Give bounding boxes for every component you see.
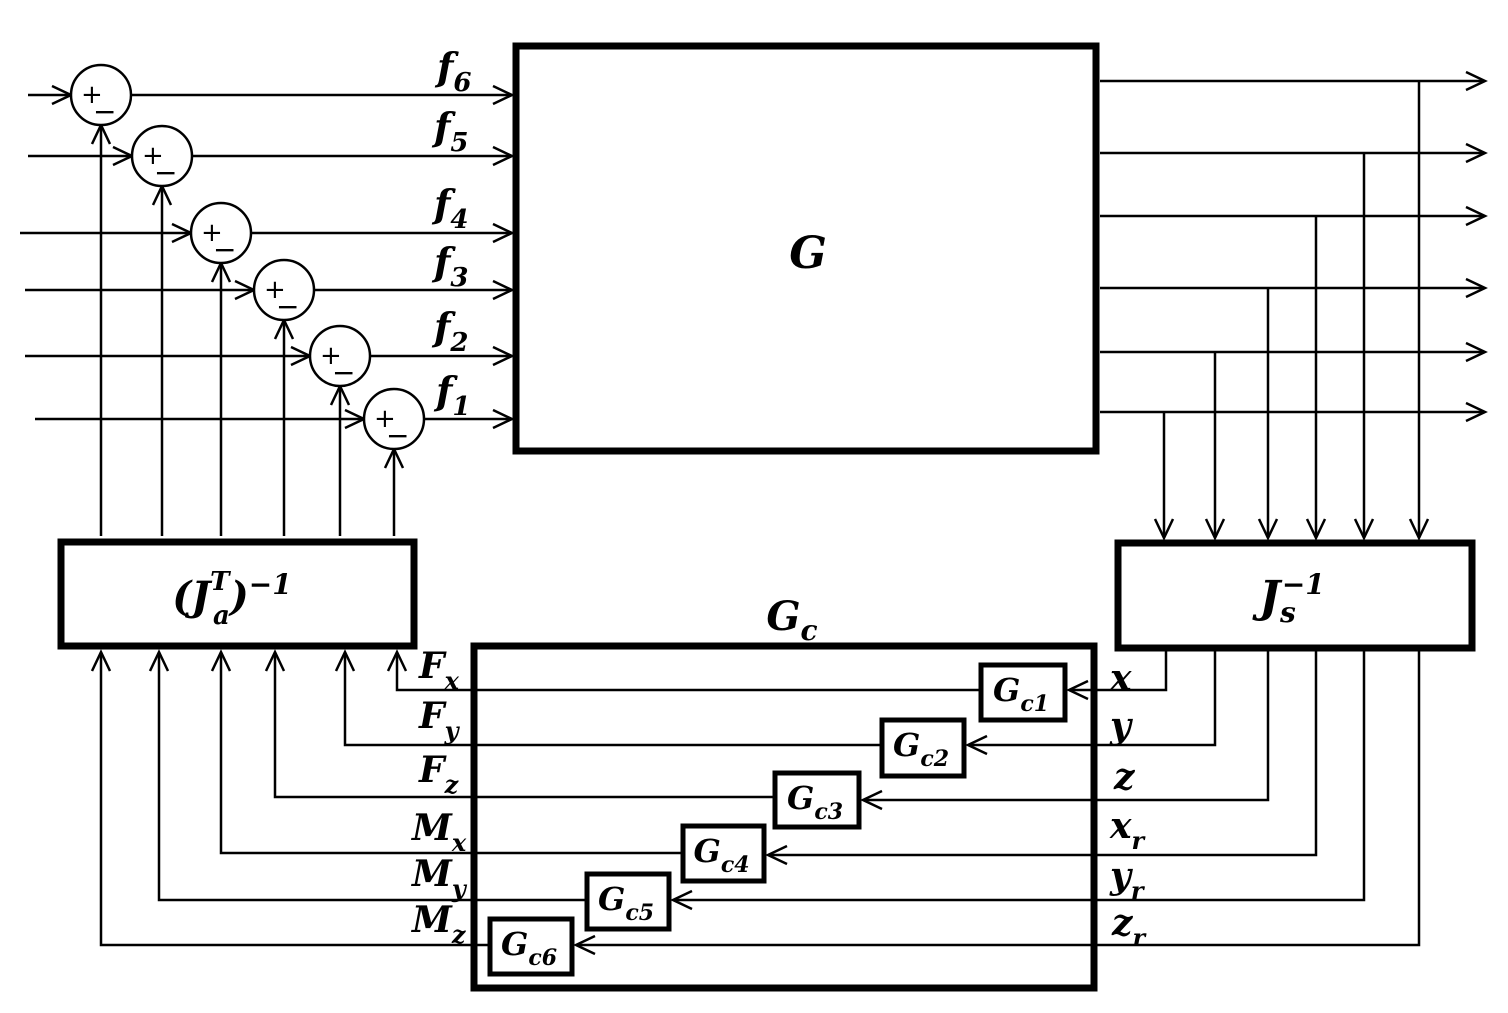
summing-junction: [69, 63, 133, 127]
wrench-label-Mz: Mz: [410, 899, 467, 949]
minus-sign: −: [332, 356, 355, 389]
plus-sign: +: [374, 404, 396, 434]
wrench-signal-line: [148, 649, 585, 902]
force-map-block: [57, 538, 418, 650]
wrench-signal-line: [210, 649, 681, 855]
plus-sign: +: [320, 341, 342, 371]
controller-label-c1: Gc1: [993, 671, 1049, 717]
summing-junction: [130, 124, 194, 188]
controller-label-c4: Gc4: [693, 832, 749, 878]
pose-signal-line: [860, 648, 1270, 811]
plus-sign: +: [81, 80, 103, 110]
sensor-map-block: [1114, 539, 1476, 652]
input-label-f1: f1: [433, 368, 470, 422]
controller-label-c5: Gc5: [598, 880, 654, 926]
controller-sub-block-c2: [879, 717, 967, 779]
pose-label-5: zr: [1111, 902, 1147, 952]
input-label-f5: f5: [431, 104, 468, 158]
controller-label-c6: Gc6: [501, 925, 557, 971]
controller-sub-block-c6: [487, 916, 575, 977]
wrench-label-My: My: [410, 853, 468, 903]
controller-sub-block-c5: [584, 871, 672, 932]
input-label-f4: f4: [431, 181, 468, 235]
pose-label-1: y: [1109, 705, 1133, 747]
minus-sign: −: [154, 156, 177, 189]
wrench-label-Fz: Fz: [418, 749, 460, 799]
wrench-label-Fx: Fx: [418, 645, 460, 695]
pose-label-4: yr: [1109, 855, 1146, 905]
controller-sub-block-c4: [680, 823, 767, 884]
minus-sign: −: [276, 290, 299, 323]
plus-sign: +: [142, 141, 164, 171]
controller-sub-block-c1: [978, 662, 1068, 723]
input-label-f6: f6: [434, 44, 471, 98]
summing-junction: [362, 387, 426, 451]
plus-sign: +: [201, 218, 223, 248]
wrench-label-Mx: Mx: [410, 807, 467, 857]
input-label-f2: f2: [431, 304, 468, 358]
wrench-signal-line: [334, 649, 880, 747]
summing-junction: [308, 324, 372, 388]
minus-sign: −: [93, 95, 116, 128]
controller-label: Gc: [766, 593, 817, 647]
wrench-signal-line: [386, 649, 979, 692]
wrench-signal-line: [90, 649, 488, 947]
pose-signal-line: [965, 648, 1217, 756]
minus-sign: −: [386, 419, 409, 452]
wrench-label-Fy: Fy: [418, 695, 461, 745]
wrench-signal-line: [264, 649, 773, 799]
controller-sub-block-c3: [772, 770, 862, 830]
summing-junction: [189, 201, 253, 265]
plant-block: [512, 42, 1100, 455]
pose-label-3: xr: [1109, 805, 1146, 855]
pose-signal-line: [765, 648, 1318, 866]
pose-signal-line: [670, 648, 1366, 911]
summing-junction: [252, 258, 316, 322]
controller-label-c2: Gc2: [893, 726, 949, 772]
minus-sign: −: [213, 233, 236, 266]
signal-layer: +−f6+−f5+−f4+−f3+−f2+−f1Gc1xFxGc2yFyGc3z…: [20, 44, 1488, 977]
pose-signal-line: [573, 648, 1421, 956]
pose-label-2: z: [1113, 756, 1136, 798]
input-label-f3: f3: [431, 239, 468, 293]
pose-signal-line: [1066, 648, 1168, 701]
pose-label-0: x: [1109, 657, 1132, 699]
plant-label: G: [789, 228, 827, 279]
controller-label-c3: Gc3: [787, 779, 843, 825]
plus-sign: +: [264, 275, 286, 305]
